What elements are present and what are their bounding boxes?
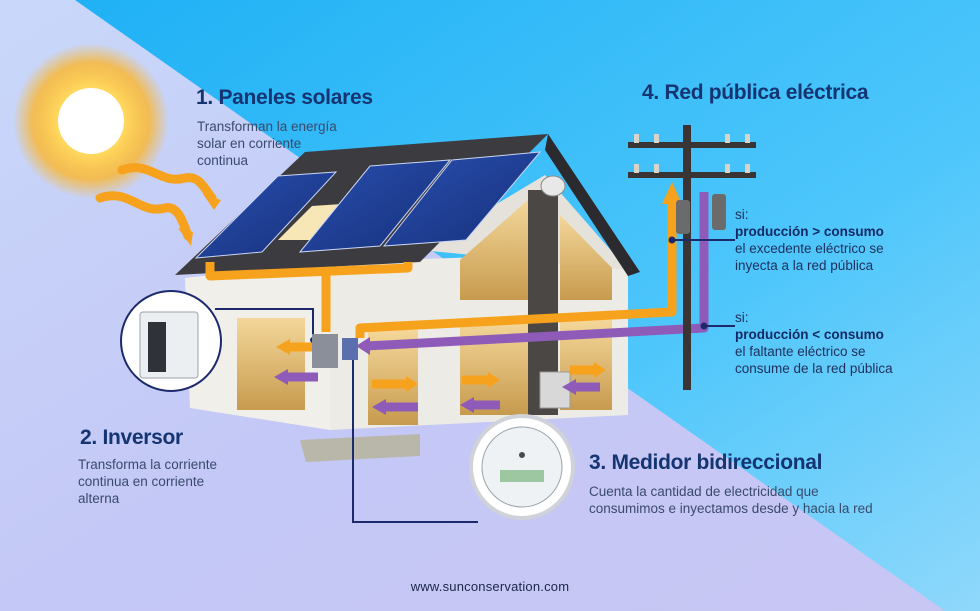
step-2-description: Transforma la corriente continua en corr… (78, 456, 217, 507)
deficit-note: si: producción < consumo el faltante elé… (735, 309, 893, 377)
step-3-description: Cuenta la cantidad de electricidad que c… (589, 483, 873, 517)
meter-icon (469, 414, 575, 520)
surplus-line-2: inyecta a la red pública (735, 258, 874, 273)
step-2-line-3: alterna (78, 491, 120, 506)
deficit-line-1: el faltante eléctrico se (735, 344, 866, 359)
house (175, 134, 640, 462)
sun-rays-icon (95, 163, 217, 241)
surplus-note: si: producción > consumo el excedente el… (735, 206, 884, 274)
meter-unit (342, 338, 358, 360)
power-pole-icon (628, 125, 756, 390)
step-2-line-1: Transforma la corriente (78, 457, 218, 472)
step-1-line-3: continua (197, 153, 249, 168)
step-3-line-1: Cuenta la cantidad de electricidad que (589, 484, 819, 499)
step-1-title: 1. Paneles solares (196, 86, 373, 109)
step-1-description: Transforman la energía solar en corrient… (197, 118, 337, 169)
step-4-title: 4. Red pública eléctrica (642, 81, 869, 104)
surplus-prefix: si: (735, 207, 749, 222)
step-1-line-2: solar en corriente (197, 136, 302, 151)
deficit-condition: producción < consumo (735, 327, 884, 342)
step-2-line-2: continua en corriente (78, 474, 205, 489)
step-1-line-1: Transforman la energía (197, 119, 337, 134)
step-3-line-2: consumimos e inyectamos desde y hacia la… (589, 501, 873, 516)
inverter-unit (312, 334, 338, 368)
footer-url[interactable]: www.sunconservation.com (410, 579, 570, 594)
step-2-title: 2. Inversor (80, 426, 183, 449)
surplus-condition: producción > consumo (735, 224, 884, 239)
deficit-line-2: consume de la red pública (735, 361, 893, 376)
inverter-icon (120, 290, 222, 392)
step-3-title: 3. Medidor bidireccional (589, 451, 823, 474)
connector-lines (215, 239, 735, 523)
surplus-line-1: el excedente eléctrico se (735, 241, 884, 256)
solar-flow-arrows (205, 200, 677, 389)
deficit-prefix: si: (735, 310, 749, 325)
sun-icon (13, 43, 169, 199)
